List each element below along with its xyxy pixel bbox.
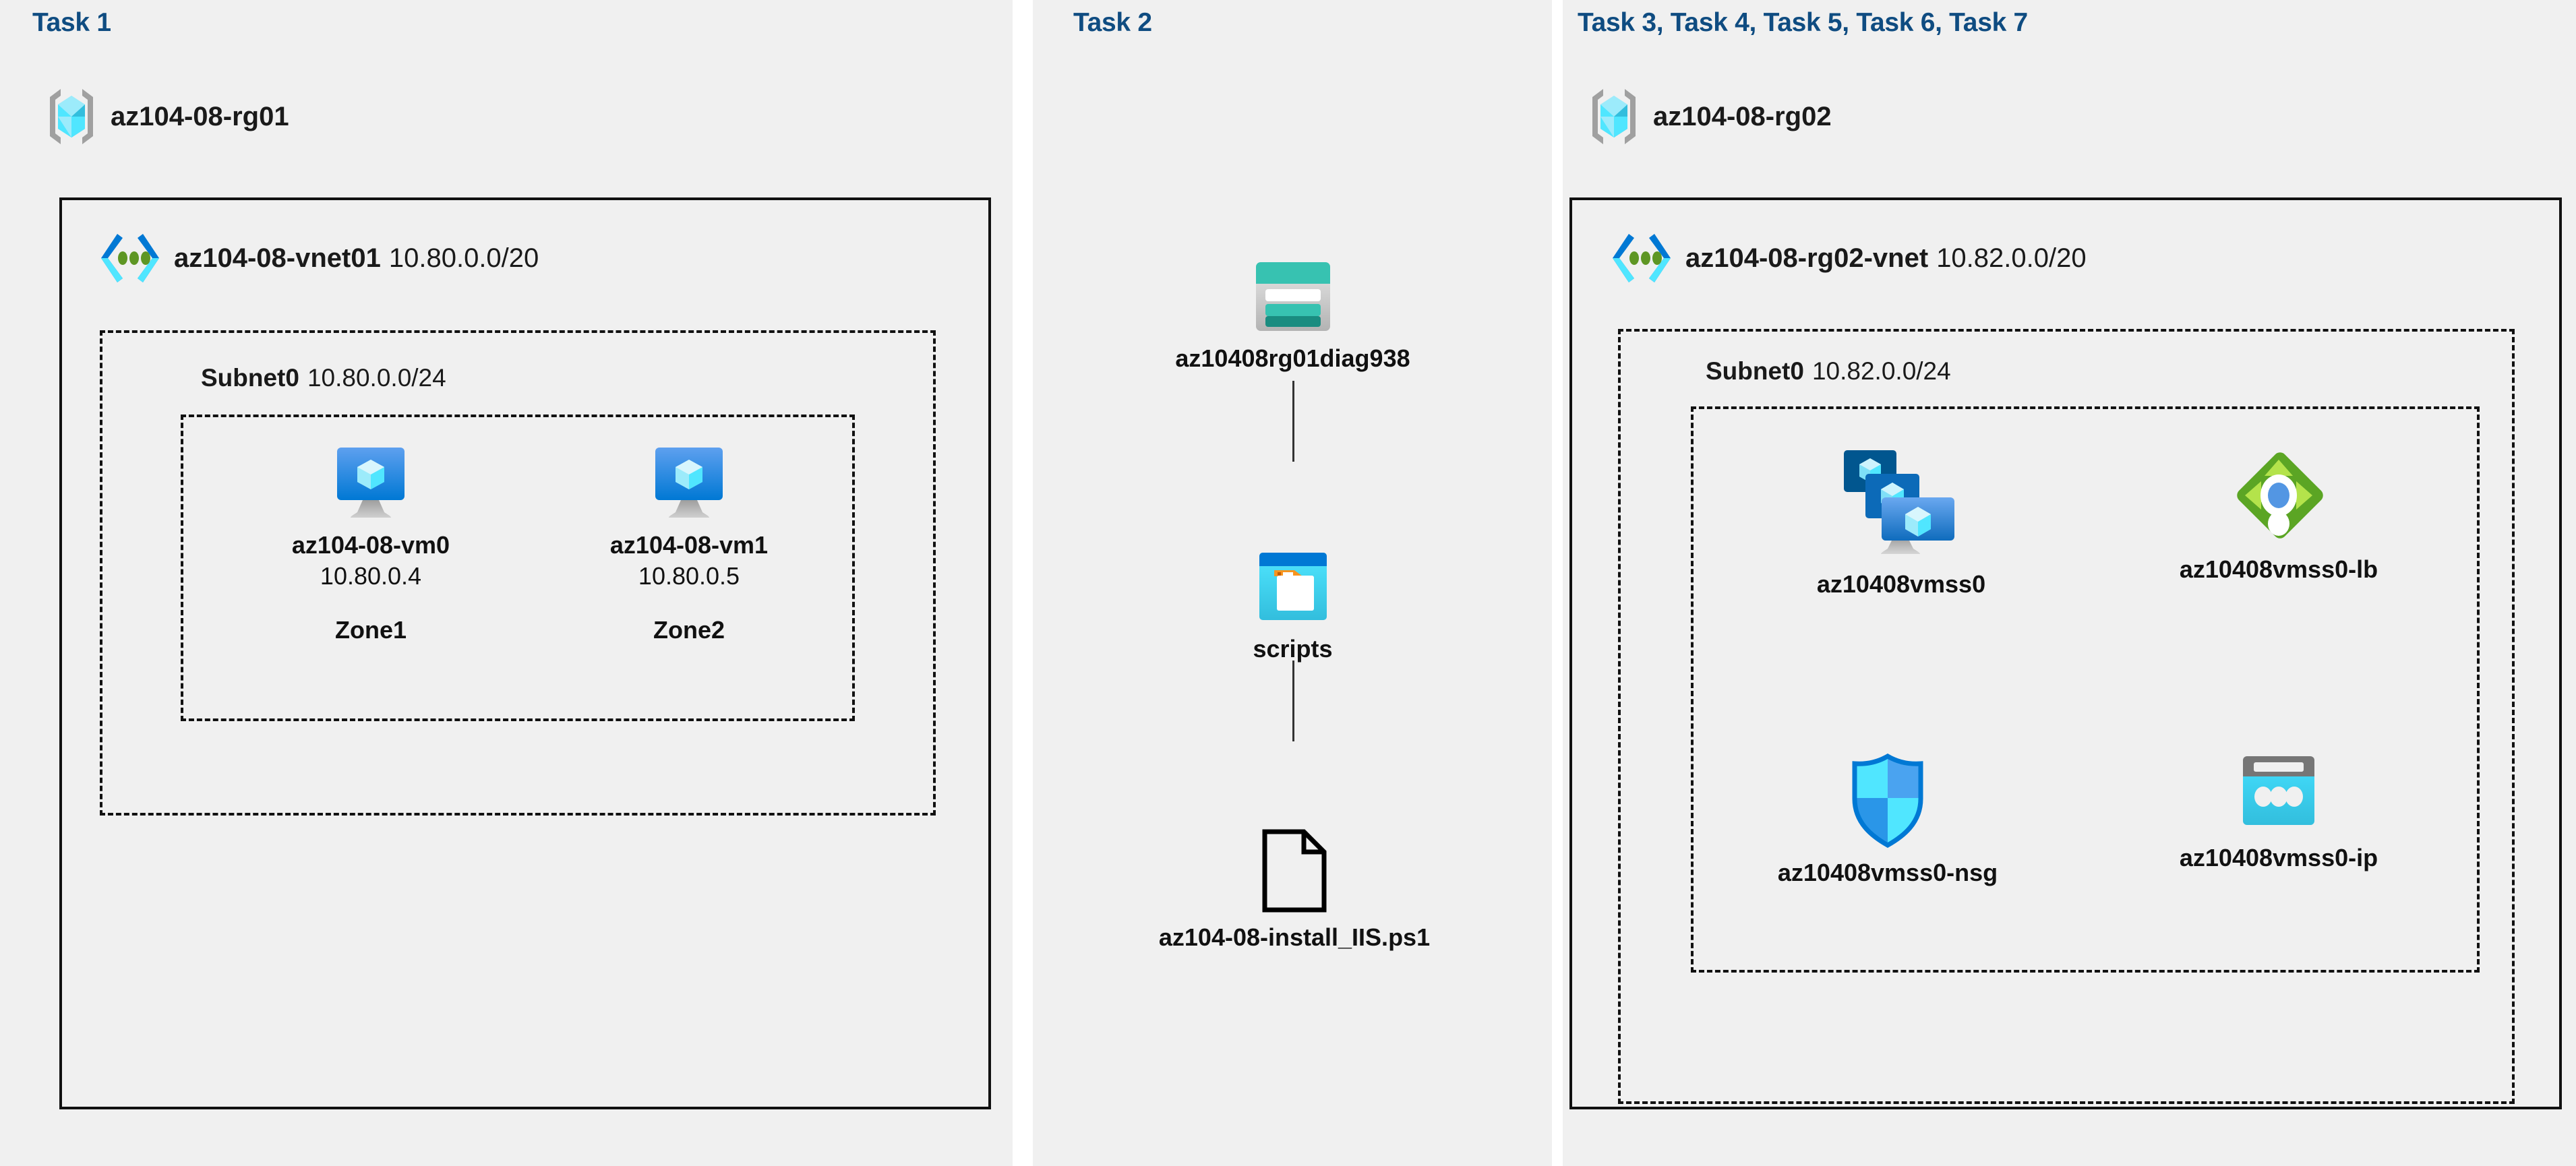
node-az104-08-vm0[interactable]: az104-08-vm0 10.80.0.4 Zone1: [263, 445, 479, 644]
storage-account-name: az10408rg01diag938: [1175, 344, 1410, 372]
node-blob-container[interactable]: scripts: [1146, 551, 1439, 663]
load-balancer-icon: [2228, 445, 2329, 545]
resource-group-rg01: az104-08-rg01: [47, 86, 289, 147]
network-security-group-icon: [1847, 753, 1929, 849]
node-public-ip[interactable]: az10408vmss0-ip: [2144, 754, 2414, 872]
resource-group-rg02: az104-08-rg02: [1590, 86, 1832, 147]
vnet-cidr: 10.80.0.0/20: [388, 243, 539, 273]
node-az104-08-vm1[interactable]: az104-08-vm1 10.80.0.5 Zone2: [581, 445, 797, 644]
task-2-label: Task 2: [1073, 8, 1152, 37]
vm-group-box: [181, 415, 855, 721]
vnet-box-az104-08-vnet01: [59, 197, 991, 1109]
connector-storage-to-container: [1292, 381, 1294, 462]
nsg-name: az10408vmss0-nsg: [1777, 859, 1998, 886]
task-1-label: Task 1: [32, 8, 111, 37]
task-3-to-7-label: Task 3, Task 4, Task 5, Task 6, Task 7: [1578, 8, 2028, 37]
subnet-name: Subnet0: [201, 364, 299, 392]
virtual-network-icon: [1611, 233, 1672, 284]
node-network-security-group[interactable]: az10408vmss0-nsg: [1753, 753, 2023, 887]
subnet-label-left: Subnet0 10.80.0.0/24: [201, 364, 446, 392]
resource-group-name: az104-08-rg01: [111, 101, 289, 131]
resource-group-icon: [1590, 86, 1638, 147]
node-install-script[interactable]: az104-08-install_IIS.ps1: [1058, 829, 1530, 952]
vm-name: az104-08-vm0: [291, 531, 450, 559]
blob-container-icon: [1257, 551, 1329, 624]
vm-zone: Zone1: [334, 616, 407, 644]
vm-zone: Zone2: [653, 616, 725, 644]
vm-ip: 10.80.0.5: [638, 562, 740, 590]
script-file-name: az104-08-install_IIS.ps1: [1158, 923, 1431, 951]
subnet-name: Subnet0: [1706, 357, 1804, 385]
vnet-box-az104-08-rg02-vnet: [1569, 197, 2562, 1109]
file-icon: [1261, 829, 1328, 913]
vm-scale-set-icon: [1837, 445, 1965, 559]
node-storage-account[interactable]: az10408rg01diag938: [1085, 259, 1500, 373]
subnet-box-subnet0-left: [100, 330, 936, 816]
blob-container-name: scripts: [1253, 635, 1333, 663]
panel-task-1: [0, 0, 1013, 1166]
virtual-machine-icon: [651, 445, 727, 520]
public-ip-address-icon: [2236, 754, 2321, 833]
resource-group-name: az104-08-rg02: [1653, 101, 1832, 131]
resource-group-icon: [47, 86, 96, 147]
subnet-cidr: 10.82.0.0/24: [1811, 357, 1951, 385]
node-load-balancer[interactable]: az10408vmss0-lb: [2144, 445, 2414, 584]
public-ip-name: az10408vmss0-ip: [2179, 844, 2378, 871]
virtual-machine-icon: [333, 445, 409, 520]
virtual-network-icon: [100, 233, 160, 284]
vnet-name: az104-08-vnet01: [174, 243, 381, 273]
node-vmss[interactable]: az10408vmss0: [1766, 445, 2036, 599]
connector-container-to-file: [1292, 661, 1294, 741]
vm-ip: 10.80.0.4: [320, 562, 422, 590]
load-balancer-name: az10408vmss0-lb: [2179, 555, 2378, 583]
subnet-box-subnet0-right: [1618, 329, 2515, 1104]
vnet-name: az104-08-rg02-vnet: [1685, 243, 1929, 273]
vnet-cidr: 10.82.0.0/20: [1936, 243, 2087, 273]
subnet-cidr: 10.80.0.0/24: [307, 364, 446, 392]
vm-name: az104-08-vm1: [609, 531, 769, 559]
vmss-group-box: [1691, 406, 2480, 973]
storage-account-icon: [1253, 259, 1333, 334]
vmss-name: az10408vmss0: [1816, 570, 1986, 598]
